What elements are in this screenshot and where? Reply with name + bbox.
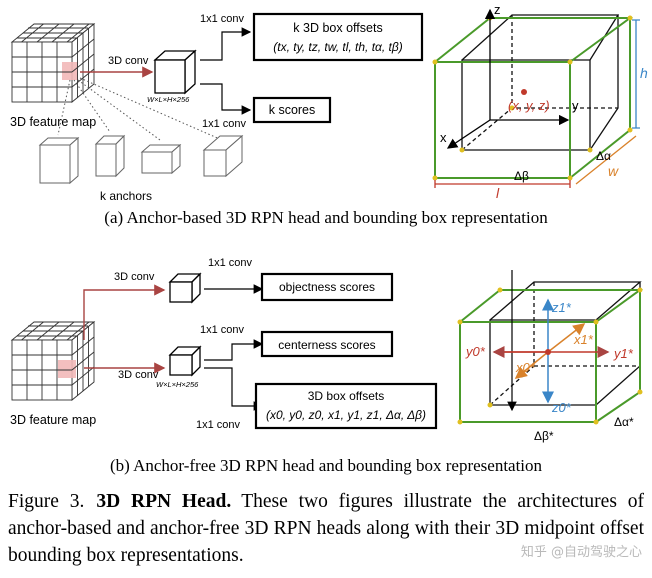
feature-map-cube-a bbox=[10, 23, 96, 103]
conv3d-arrow-top-b bbox=[83, 284, 166, 340]
offsets-formula-a: (tx, ty, tz, tw, tl, th, tα, tβ) bbox=[273, 40, 403, 54]
objectness-label: objectness scores bbox=[279, 280, 375, 294]
centerness-box bbox=[260, 330, 394, 358]
bbox-representation-a: z y x (x, y, z) h l w Δα Δβ bbox=[432, 2, 648, 201]
feature-map-cube-b bbox=[10, 321, 96, 401]
objectness-box bbox=[260, 272, 394, 302]
axis-x-label: x bbox=[440, 130, 447, 145]
z0-label: z0* bbox=[551, 400, 572, 415]
scores-label-a: k scores bbox=[269, 103, 316, 117]
axis-y-label: y bbox=[572, 98, 579, 113]
panel-b: 3D feature map 3D conv 3D conv W×L×H×256… bbox=[10, 257, 644, 443]
caption-a: (a) Anchor-based 3D RPN head and boundin… bbox=[104, 208, 548, 227]
caption-b: (b) Anchor-free 3D RPN head and bounding… bbox=[109, 456, 543, 475]
anchors-label: k anchors bbox=[100, 189, 152, 203]
y1-label: y1* bbox=[613, 346, 634, 361]
anchor-dotted-lines bbox=[57, 77, 223, 141]
offsets-box-b bbox=[254, 382, 438, 430]
conv1x1-c-label-b: 1x1 conv bbox=[196, 419, 241, 431]
center-label: (x, y, z) bbox=[508, 98, 550, 113]
anchor-boxes bbox=[38, 134, 244, 185]
anchor-box-1 bbox=[38, 136, 80, 185]
arrow-offsets-b bbox=[204, 367, 264, 411]
x0-label: x0* bbox=[515, 360, 536, 375]
conv3d-label-a: 3D conv bbox=[108, 55, 149, 67]
figure-text: These two figures illustrate the archite… bbox=[8, 491, 644, 566]
z1-label: z1* bbox=[551, 300, 572, 315]
dim-h-label: h bbox=[640, 65, 648, 81]
conv-volume-a bbox=[153, 49, 197, 95]
watermark: 知乎 @自动驾驶之心 bbox=[520, 545, 642, 560]
dim-w-label: w bbox=[608, 163, 619, 179]
rpn-head-figure: 3D feature map 3D conv W×L×H×256 1x1 con… bbox=[10, 2, 648, 443]
conv1x1-top-label-a: 1x1 conv bbox=[200, 13, 245, 25]
centerness-label: centerness scores bbox=[278, 338, 375, 352]
offsets-box-a bbox=[252, 12, 424, 62]
delta-alpha-label-a: Δα bbox=[596, 149, 611, 163]
conv3d-top-label-b: 3D conv bbox=[114, 271, 155, 283]
delta-beta-label-a: Δβ bbox=[514, 169, 529, 183]
x1-label: x1* bbox=[573, 332, 594, 347]
conv3d-bottom-label-b: 3D conv bbox=[118, 369, 159, 381]
bbox-representation-b: z1* z0* y0* y1* x1* x0* Δα* Δβ* bbox=[457, 270, 644, 443]
anchor-box-4 bbox=[202, 134, 244, 178]
center-point bbox=[521, 89, 527, 95]
conv-volume-top-b bbox=[168, 272, 202, 304]
arrow-centerness bbox=[204, 339, 264, 361]
offsets-title-a: k 3D box offsets bbox=[293, 21, 382, 35]
feature-map-label-a: 3D feature map bbox=[10, 115, 96, 129]
offsets-title-b: 3D box offsets bbox=[308, 389, 385, 403]
y0-label: y0* bbox=[465, 344, 486, 359]
anchor-box-3 bbox=[140, 143, 182, 175]
delta-beta-label-b: Δβ* bbox=[534, 429, 554, 443]
conv1x1-a-label-b: 1x1 conv bbox=[208, 257, 253, 269]
offsets-formula-b: (x0, y0, z0, x1, y1, z1, Δα, Δβ) bbox=[266, 408, 426, 422]
conv1x1-bottom-label-a: 1x1 conv bbox=[202, 118, 247, 130]
conv-volume-bottom-b bbox=[168, 345, 202, 377]
branch-arrow-offsets-a bbox=[200, 27, 252, 61]
dim-l-label: l bbox=[496, 185, 500, 201]
axis-z-label: z bbox=[494, 2, 501, 17]
delta-alpha-label-b: Δα* bbox=[614, 415, 634, 429]
branch-arrow-scores-a bbox=[200, 83, 252, 115]
conv-size-label-b: W×L×H×256 bbox=[156, 380, 199, 389]
figure-title: 3D RPN Head. bbox=[96, 491, 232, 512]
figure-number: Figure 3. bbox=[8, 491, 85, 512]
anchor-box-2 bbox=[94, 134, 126, 178]
conv-size-label-a: W×L×H×256 bbox=[147, 95, 190, 104]
conv1x1-b-label-b: 1x1 conv bbox=[200, 324, 245, 336]
scores-box-a bbox=[252, 96, 332, 124]
panel-a: 3D feature map 3D conv W×L×H×256 1x1 con… bbox=[10, 2, 648, 203]
figure-caption: Figure 3. 3D RPN Head.These two figures i… bbox=[8, 488, 644, 569]
feature-map-label-b: 3D feature map bbox=[10, 413, 96, 427]
